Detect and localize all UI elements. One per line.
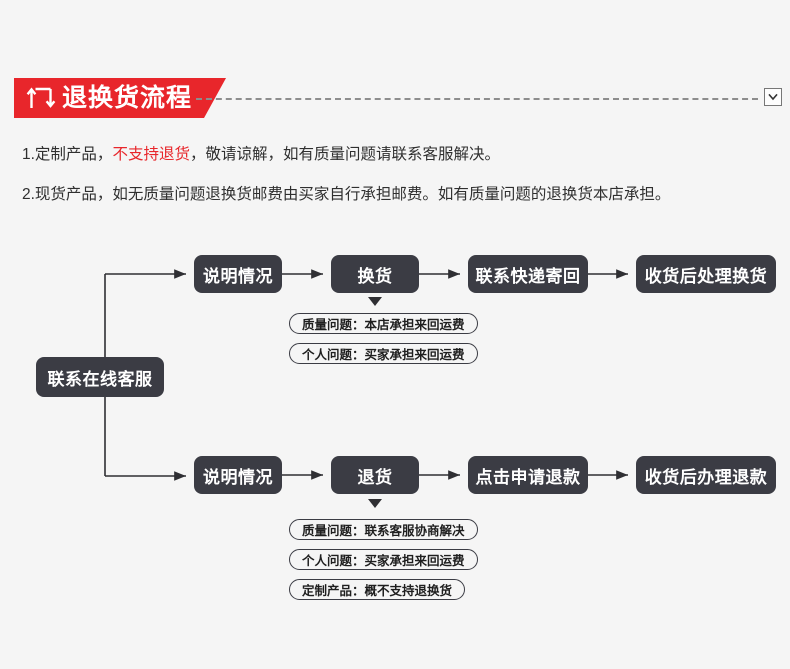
flow-node-label: 说明情况 [203,266,273,286]
flow-node-exchange-step-1[interactable]: 说明情况 [194,255,282,293]
flow-note-label: 个人问题：买家承担来回运费 [302,348,465,362]
down-triangle-exchange [368,297,382,306]
flow-node-label: 退货 [357,467,393,487]
flow-note-label: 个人问题：买家承担来回运费 [302,554,465,568]
flow-note-exchange-1: 质量问题：本店承担来回运费 [289,313,478,334]
flow-note-label: 质量问题：本店承担来回运费 [302,318,465,332]
flow-node-return-step-3[interactable]: 点击申请退款 [468,456,588,494]
notice-1-prefix: 1.定制产品， [22,146,113,163]
flow-node-exchange-step-3[interactable]: 联系快递寄回 [468,255,588,293]
return-exchange-icon [26,85,56,111]
notice-line-2: 2.现货产品，如无质量问题退换货邮费由买家自行承担邮费。如有质量问题的退换货本店… [22,187,670,203]
chevron-down-icon[interactable] [764,88,782,106]
flow-note-exchange-2: 个人问题：买家承担来回运费 [289,343,478,364]
notice-1-suffix: ，敬请谅解，如有质量问题请联系客服解决。 [189,146,500,163]
down-triangle-return [368,499,382,508]
notice-2-prefix: 2.现货产品，如无质量问题退换货邮费由买家自行承担邮费。如有质量问题的退换货本店… [22,186,671,203]
flow-note-label: 质量问题：联系客服协商解决 [302,524,465,538]
notice-1-highlight: 不支持退货 [112,146,190,163]
flow-node-label: 联系快递寄回 [475,266,581,286]
flow-node-start-label: 联系在线客服 [47,369,153,389]
notice-line-1: 1.定制产品，不支持退货，敬请谅解，如有质量问题请联系客服解决。 [22,147,500,163]
flow-note-return-1: 质量问题：联系客服协商解决 [289,519,478,540]
page-title: 退换货流程 [62,83,193,112]
flow-node-label: 收货后办理退款 [644,467,768,487]
flow-node-return-step-1[interactable]: 说明情况 [194,456,282,494]
header-divider [196,98,758,100]
flow-note-return-2: 个人问题：买家承担来回运费 [289,549,478,570]
flow-node-return-step-2[interactable]: 退货 [331,456,419,494]
flow-node-label: 说明情况 [203,467,273,487]
flow-node-return-step-4[interactable]: 收货后办理退款 [636,456,776,494]
flow-node-start[interactable]: 联系在线客服 [36,357,164,397]
flow-node-label: 收货后处理换货 [644,266,768,286]
flow-note-label: 定制产品：概不支持退换货 [302,584,453,598]
section-header: 退换货流程 [0,78,790,124]
section-title-banner: 退换货流程 [14,78,226,118]
flow-note-return-3: 定制产品：概不支持退换货 [289,579,466,600]
flow-node-exchange-step-2[interactable]: 换货 [331,255,419,293]
flow-node-exchange-step-4[interactable]: 收货后处理换货 [636,255,776,293]
flow-node-label: 换货 [357,266,393,286]
flow-node-label: 点击申请退款 [475,467,581,487]
